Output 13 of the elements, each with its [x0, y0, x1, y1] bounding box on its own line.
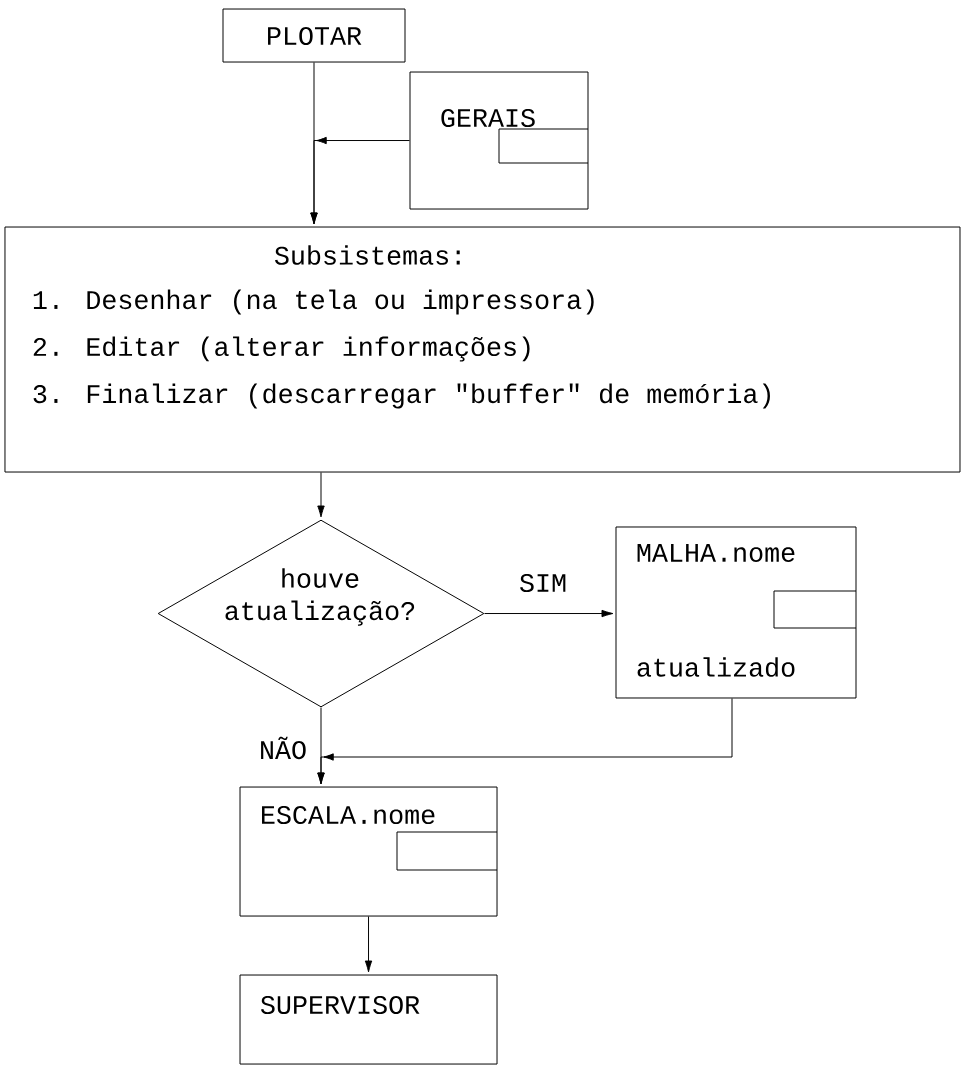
arrow — [317, 472, 325, 518]
file-box: GERAIS — [409, 71, 589, 210]
arrow — [317, 698, 733, 785]
arrow — [310, 136, 410, 225]
arrow — [364, 916, 373, 973]
process-box: SUPERVISOR — [239, 974, 498, 1065]
edge-label: SIM — [517, 572, 569, 594]
process-box: PLOTAR — [222, 8, 406, 63]
file-box: ESCALA.nome — [239, 786, 498, 917]
file-box: MALHA.nome atualizado — [615, 526, 857, 699]
edge-label: NÃO — [257, 735, 309, 761]
process-box: Subsistemas: 1. Desenhar (na tela ou impressora) 2. Editar (alterar informações) 3. Finalizar (descarregar "buffer" de memória) — [4, 226, 961, 473]
arrow — [484, 609, 614, 618]
